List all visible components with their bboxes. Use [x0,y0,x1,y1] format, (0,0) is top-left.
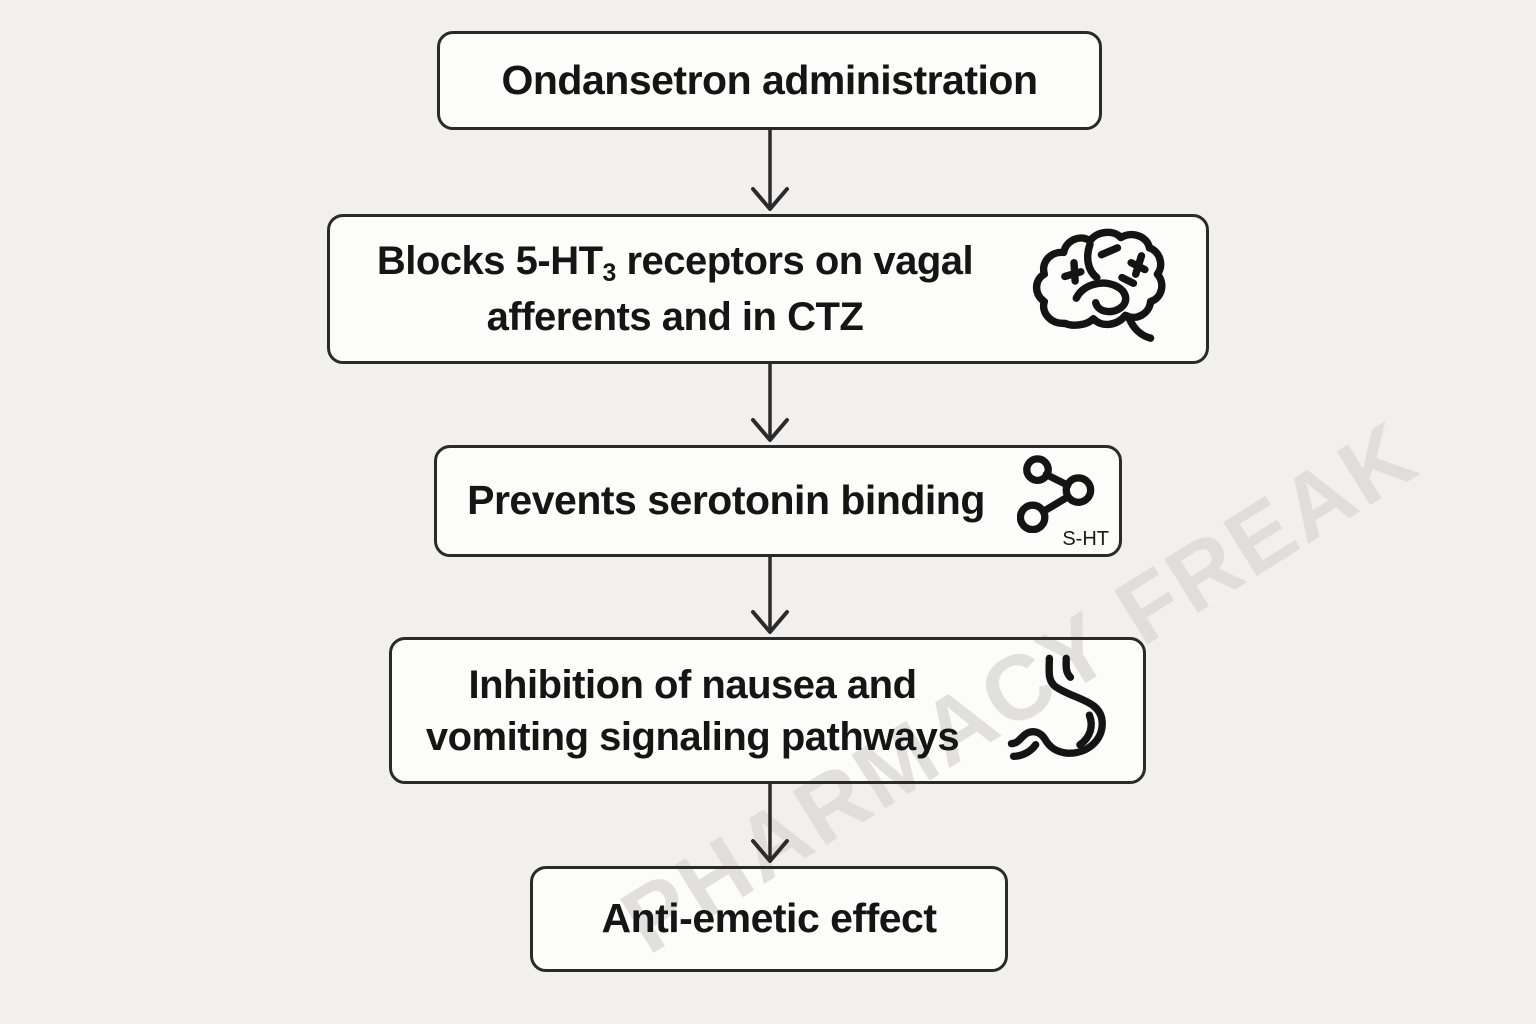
molecule-label: S-HT [1062,528,1109,550]
flow-node-anti-emetic-effect: Anti-emetic effect [530,866,1008,972]
flow-node-label: Prevents serotonin binding [467,477,985,524]
down-arrow [751,130,789,211]
flow-node-label: Ondansetron administration [501,56,1039,103]
flow-node-inhibition-nausea-vomiting: Inhibition of nausea and vomiting signal… [389,637,1146,784]
flow-node-label: Anti-emetic effect [601,895,937,942]
flow-node-blocks-5ht3-receptors: Blocks 5-HT3 receptors on vagal afferent… [327,214,1209,364]
serotonin-molecule-icon: S-HT [1017,453,1109,550]
subscript-3: 3 [602,260,617,288]
label-text: Inhibition of nausea and [468,662,918,707]
flow-node-ondansetron-administration: Ondansetron administration [437,31,1102,130]
flow-node-label: Inhibition of nausea and vomiting signal… [392,659,993,763]
down-arrow [751,784,789,863]
stomach-icon [993,650,1143,772]
flow-node-prevents-serotonin-binding: Prevents serotonin binding S-HT [434,445,1122,557]
down-arrow [751,557,789,634]
brain-icon [1020,225,1206,353]
label-text: afferents and in CTZ [486,294,864,339]
flow-node-label: Blocks 5-HT3 receptors on vagal afferent… [330,235,1020,342]
label-text: Blocks 5-HT [376,239,603,284]
label-text: vomiting signaling pathways [425,714,960,759]
down-arrow [751,364,789,442]
label-text: receptors on vagal [615,239,974,284]
